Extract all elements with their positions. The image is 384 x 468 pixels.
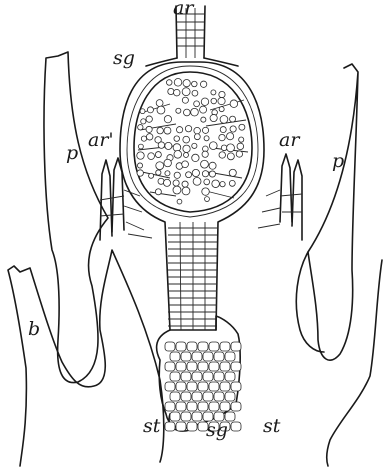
label-ar-top: ar — [173, 0, 193, 18]
label-sg-top: sg — [113, 49, 135, 68]
right-leaf — [296, 64, 382, 466]
spore-cells — [137, 79, 245, 205]
label-sg-bottom: sg — [206, 421, 228, 440]
seta — [168, 222, 217, 330]
label-st-left: st — [143, 417, 160, 436]
left-leaflets — [100, 158, 152, 240]
left-leaf — [8, 52, 164, 466]
label-b: b — [28, 320, 40, 339]
label-p-right: p — [332, 152, 344, 171]
label-ar-right: ar — [279, 131, 299, 150]
foot — [157, 316, 241, 431]
label-p-left: p — [66, 144, 78, 163]
capsule — [120, 62, 264, 330]
label-ar-left: ar' — [88, 131, 114, 150]
right-leaflets — [258, 154, 302, 240]
label-st-right: st — [263, 417, 280, 436]
